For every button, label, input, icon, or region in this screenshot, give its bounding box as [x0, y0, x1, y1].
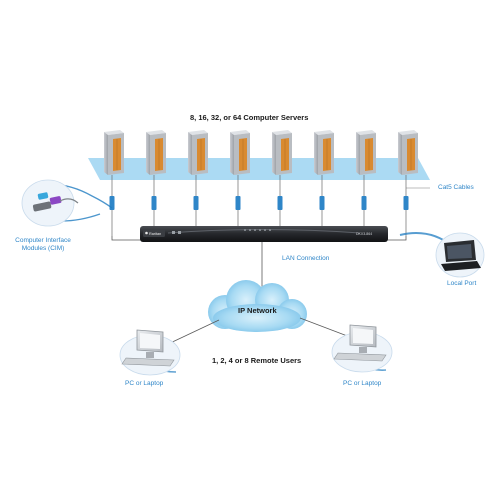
cat5-cable — [319, 175, 325, 236]
cat5-cables-group — [109, 175, 409, 236]
ip-network-label: IP Network — [238, 306, 277, 315]
server-tower-icon — [230, 130, 250, 175]
left-pc-label: PC or Laptop — [125, 380, 164, 387]
server-tower-icon — [356, 130, 376, 175]
right-pc-icon — [331, 324, 393, 373]
left-pc-icon — [119, 329, 181, 376]
server-tower-icon — [398, 130, 418, 175]
cim-module — [319, 196, 325, 210]
ip-network-cloud — [208, 280, 307, 332]
remote-users-label: 1, 2, 4 or 8 Remote Users — [212, 356, 302, 365]
servers-group — [104, 130, 418, 175]
server-tower-icon — [188, 130, 208, 175]
cloud-to-left-pc-line — [165, 319, 220, 346]
cat5-cable — [151, 175, 157, 236]
cim-label-line1: Computer Interface — [15, 237, 71, 244]
cim-module — [235, 196, 241, 210]
cat5-cable — [109, 175, 115, 236]
cat5-cable — [361, 175, 367, 236]
cim-module — [151, 196, 157, 210]
cim-module — [277, 196, 283, 210]
device-model: DKX3-864 — [356, 232, 372, 236]
cim-dongle-icon — [21, 179, 113, 227]
servers-title: 8, 16, 32, or 64 Computer Servers — [190, 113, 309, 122]
cim-module — [361, 196, 367, 210]
local-port-console-icon — [399, 232, 485, 278]
cim-label-line2: Modules (CIM) — [21, 245, 65, 252]
cable-bus-right — [380, 236, 407, 241]
kvm-switch: Raritan DKX3-864 — [140, 226, 388, 242]
cat5-cable — [403, 175, 409, 236]
local-port-label: Local Port — [447, 280, 477, 287]
cim-module — [193, 196, 199, 210]
server-tower-icon — [104, 130, 124, 175]
device-brand: Raritan — [149, 232, 161, 236]
server-tower-icon — [146, 130, 166, 175]
cat5-cable — [277, 175, 283, 236]
server-shelf — [88, 158, 430, 180]
cat5-cable — [193, 175, 199, 236]
cloud-to-right-pc-line — [299, 317, 351, 338]
server-tower-icon — [272, 130, 292, 175]
lan-connection-label: LAN Connection — [282, 255, 330, 262]
cat5-cables-label: Cat5 Cables — [438, 184, 474, 191]
server-tower-icon — [314, 130, 334, 175]
cim-module — [403, 196, 409, 210]
right-pc-label: PC or Laptop — [343, 380, 382, 387]
cat5-cable — [235, 175, 241, 236]
